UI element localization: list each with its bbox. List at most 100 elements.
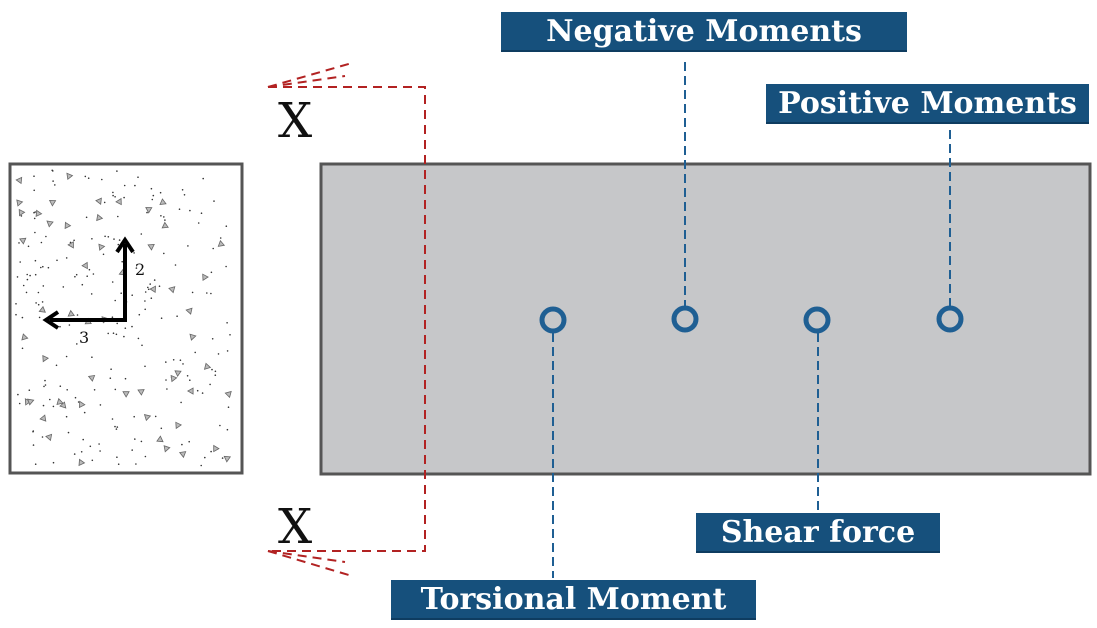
concrete-dot bbox=[147, 288, 150, 291]
concrete-dot bbox=[214, 374, 217, 377]
concrete-dot bbox=[21, 316, 24, 319]
concrete-dot bbox=[37, 303, 40, 306]
concrete-dot bbox=[181, 189, 184, 191]
negative-moments-marker bbox=[671, 305, 699, 333]
concrete-dot bbox=[45, 235, 47, 238]
aggregate-stone bbox=[18, 208, 26, 217]
concrete-dot bbox=[28, 389, 31, 392]
concrete-dot bbox=[33, 211, 35, 214]
concrete-dot bbox=[88, 268, 91, 271]
concrete-dot bbox=[140, 233, 143, 235]
concrete-dot bbox=[59, 385, 62, 388]
concrete-dot bbox=[93, 389, 96, 391]
concrete-dot bbox=[174, 264, 177, 266]
concrete-dot bbox=[83, 411, 86, 414]
concrete-dot bbox=[213, 200, 215, 202]
concrete-dot bbox=[117, 215, 119, 218]
concrete-dot bbox=[160, 317, 163, 320]
concrete-dot bbox=[34, 211, 36, 213]
axis-3-arrowhead bbox=[42, 310, 60, 330]
concrete-dot bbox=[163, 216, 165, 218]
aggregate-stone bbox=[122, 391, 130, 398]
aggregate-stone bbox=[217, 239, 226, 247]
concrete-dot bbox=[25, 291, 28, 294]
concrete-dot bbox=[34, 231, 36, 234]
aggregate-stone bbox=[27, 398, 35, 406]
concrete-dot bbox=[229, 334, 231, 336]
aggregate-stone bbox=[174, 370, 182, 377]
concrete-dot bbox=[214, 370, 217, 373]
concrete-dot bbox=[166, 388, 168, 390]
concrete-dot bbox=[226, 322, 228, 324]
concrete-dot bbox=[19, 261, 22, 263]
section-cut-view-ray bbox=[267, 550, 346, 563]
aggregate-stone bbox=[147, 244, 155, 251]
concrete-dot bbox=[144, 308, 146, 311]
concrete-dot bbox=[52, 405, 55, 408]
concrete-dot bbox=[152, 194, 155, 197]
axis-2-arrowhead bbox=[115, 236, 135, 254]
positive-moments-marker bbox=[936, 305, 964, 333]
concrete-dot bbox=[107, 332, 109, 335]
section-cut-line bbox=[267, 62, 426, 577]
concrete-dot bbox=[40, 266, 42, 269]
concrete-dot bbox=[138, 313, 141, 316]
concrete-dot bbox=[121, 260, 123, 263]
concrete-dot bbox=[187, 245, 189, 247]
aggregate-stone bbox=[224, 390, 232, 399]
concrete-dot bbox=[114, 388, 117, 391]
aggregate-stone bbox=[178, 451, 187, 459]
concrete-dot bbox=[54, 184, 56, 186]
concrete-dot bbox=[123, 196, 125, 199]
aggregate-stone bbox=[223, 455, 232, 463]
concrete-dot bbox=[200, 212, 203, 214]
concrete-dot bbox=[99, 450, 101, 452]
concrete-dot bbox=[18, 402, 21, 405]
concrete-dot bbox=[37, 291, 40, 294]
concrete-dot bbox=[20, 215, 23, 217]
aggregate-stone bbox=[202, 273, 209, 282]
concrete-dot bbox=[110, 368, 112, 371]
aggregate-stone bbox=[115, 197, 122, 206]
aggregate-stone bbox=[213, 444, 220, 453]
aggregate-stone bbox=[48, 199, 57, 207]
concrete-dot bbox=[221, 457, 224, 459]
concrete-dot bbox=[32, 444, 35, 446]
concrete-dot bbox=[22, 284, 25, 287]
aggregate-stone bbox=[137, 389, 145, 396]
concrete-dot bbox=[111, 316, 114, 319]
concrete-dot bbox=[85, 216, 88, 219]
concrete-dot bbox=[183, 194, 186, 196]
concrete-dot bbox=[34, 259, 37, 262]
concrete-dot bbox=[165, 361, 167, 363]
concrete-dot bbox=[144, 300, 146, 302]
concrete-dot bbox=[117, 243, 120, 246]
concrete-dot bbox=[144, 455, 147, 458]
concrete-dot bbox=[33, 189, 35, 192]
concrete-dot bbox=[134, 438, 136, 440]
concrete-dot bbox=[210, 450, 212, 453]
aggregate-stone bbox=[170, 374, 178, 383]
concrete-dot bbox=[32, 430, 34, 433]
aggregate-stone bbox=[161, 221, 169, 229]
aggregate-stone bbox=[149, 285, 156, 294]
concrete-dot bbox=[164, 219, 166, 221]
concrete-dot bbox=[189, 209, 191, 212]
concrete-dot bbox=[210, 292, 212, 295]
concrete-dot bbox=[160, 215, 162, 217]
concrete-dot bbox=[123, 184, 126, 187]
concrete-dot bbox=[180, 401, 182, 404]
axis-3-label: 3 bbox=[79, 328, 90, 347]
concrete-dot bbox=[52, 461, 55, 464]
concrete-dot bbox=[17, 393, 19, 396]
concrete-dot bbox=[131, 449, 133, 451]
concrete-dot bbox=[66, 389, 68, 391]
concrete-dot bbox=[91, 238, 93, 240]
section-letter-bottom: X bbox=[278, 499, 313, 555]
concrete-dot bbox=[47, 266, 50, 269]
concrete-dot bbox=[137, 176, 139, 178]
concrete-dot bbox=[73, 453, 76, 455]
concrete-dot bbox=[150, 187, 153, 190]
concrete-dot bbox=[103, 201, 106, 204]
aggregate-stone bbox=[143, 414, 152, 422]
